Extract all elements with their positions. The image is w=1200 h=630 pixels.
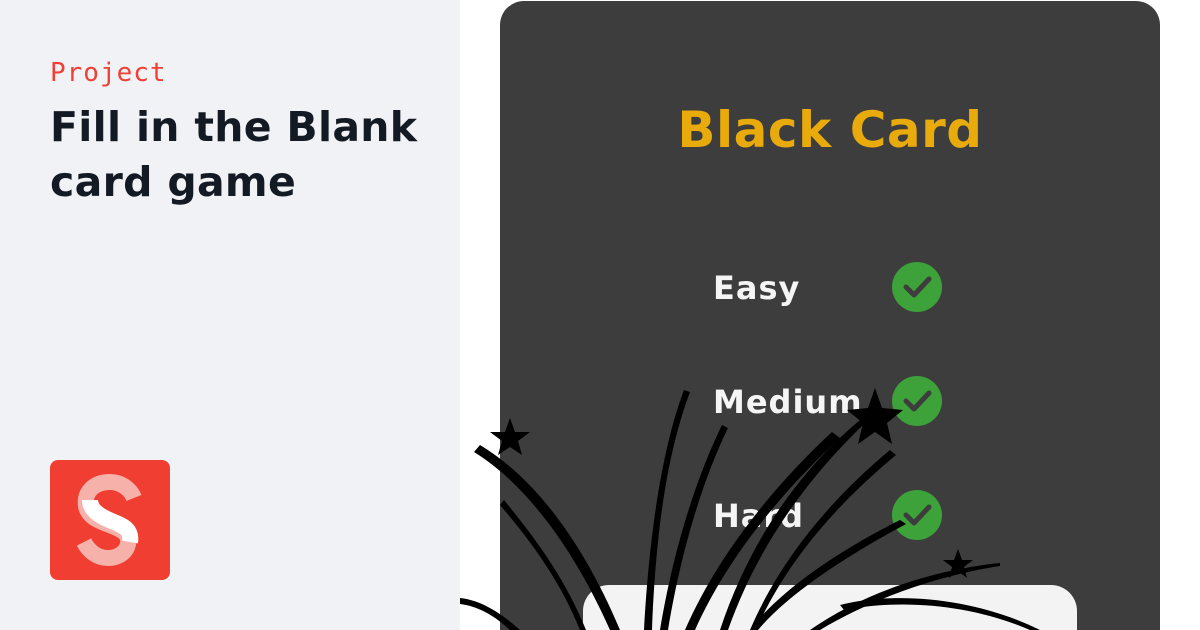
check-circle-icon[interactable]	[892, 376, 942, 426]
s-logo-icon	[76, 473, 142, 567]
level-label: Medium	[713, 383, 863, 421]
left-panel: Project Fill in the Blank card game	[0, 0, 460, 630]
level-label: Easy	[713, 269, 801, 307]
level-medium[interactable]: Medium	[713, 376, 973, 426]
page-title: Fill in the Blank card game	[50, 103, 418, 206]
white-card-area	[583, 585, 1077, 630]
eyebrow-label: Project	[50, 58, 167, 88]
brand-logo	[50, 460, 170, 580]
check-circle-icon[interactable]	[892, 262, 942, 312]
level-easy[interactable]: Easy	[713, 262, 973, 312]
black-card: Black Card Easy Medium Hard	[500, 1, 1160, 630]
preview-panel: Black Card Easy Medium Hard	[460, 0, 1200, 630]
level-hard[interactable]: Hard	[713, 490, 973, 540]
card-title: Black Card	[677, 101, 983, 159]
check-circle-icon[interactable]	[892, 490, 942, 540]
level-label: Hard	[713, 497, 805, 535]
